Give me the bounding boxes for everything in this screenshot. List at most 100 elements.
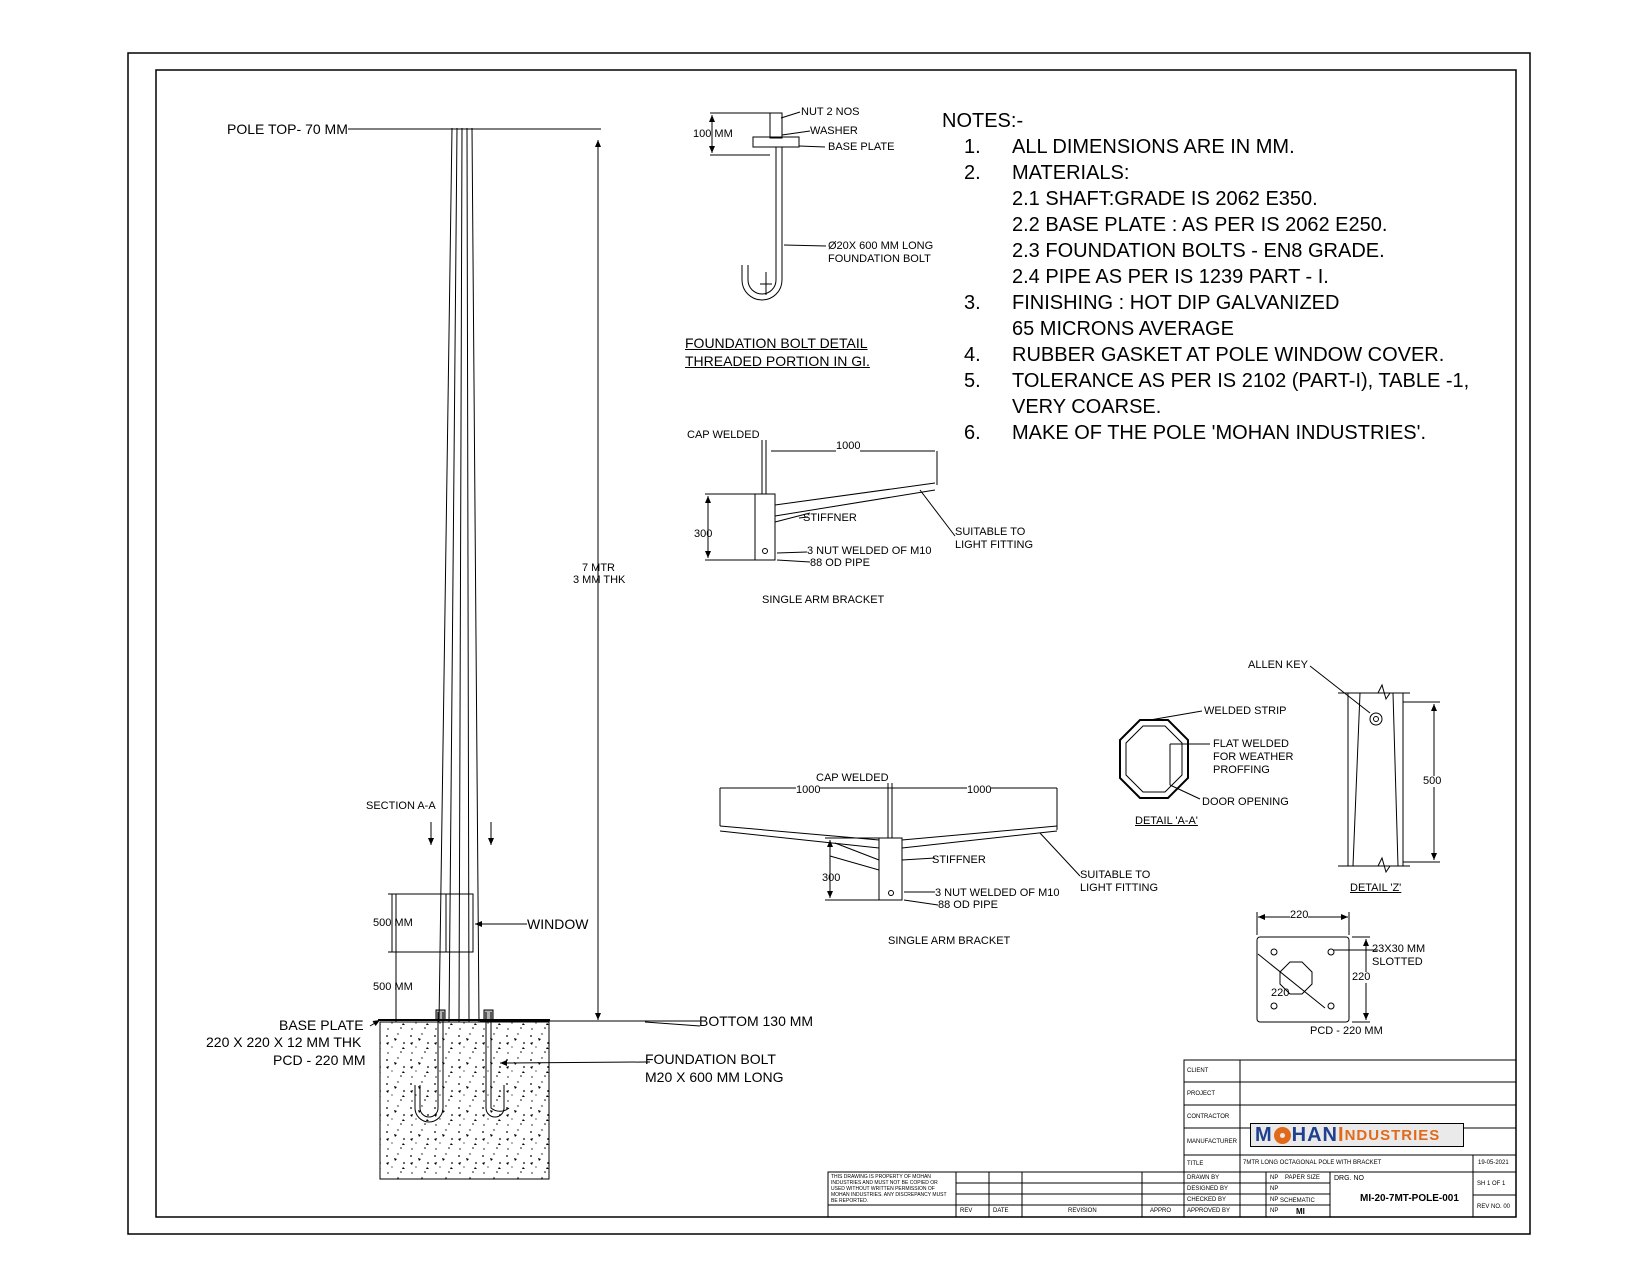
double-bracket-right-length: 1000 [967, 784, 992, 796]
detail-z-allen-key: ALLEN KEY [1248, 659, 1308, 671]
detail-aa-door: DOOR OPENING [1202, 796, 1289, 808]
single-bracket-pipe: 88 OD PIPE [810, 557, 870, 569]
tb-project-label: PROJECT [1187, 1091, 1216, 1097]
double-bracket-stiffner: STIFFNER [932, 854, 986, 866]
tb-mi: MI [1296, 1207, 1305, 1216]
bolt-detail-bolt-1: Ø20X 600 MM LONG [828, 240, 934, 252]
window-dim-label: 500 MM [373, 917, 413, 929]
double-bracket-left-length: 1000 [796, 784, 821, 796]
note-text: TOLERANCE AS PER IS 2102 (PART-I), TABLE… [1012, 370, 1470, 392]
base-plate-width: 220 [1290, 909, 1309, 921]
single-bracket-stiffner: STIFFNER [803, 512, 857, 524]
detail-aa-flat-1: FLAT WELDED [1213, 738, 1289, 750]
note-num: 3. [964, 292, 981, 314]
logo-text: NDUSTRIES [1344, 1126, 1441, 1144]
section-label: SECTION A-A [366, 800, 436, 812]
bolt-detail-title-1: FOUNDATION BOLT DETAIL [685, 335, 868, 351]
pole-thickness-label: 3 MM THK [573, 574, 626, 586]
double-bracket-pipe: 88 OD PIPE [938, 899, 998, 911]
note-num: 4. [964, 344, 981, 366]
pole-height-label: 7 MTR [582, 562, 615, 574]
tb-manufacturer-label: MANUFACTURER [1187, 1139, 1238, 1145]
double-bracket-height: 300 [822, 872, 841, 884]
note-num: 2. [964, 162, 981, 184]
note-text: 2.2 BASE PLATE : AS PER IS 2062 E250. [1012, 214, 1388, 236]
base-plate-height: 220 [1352, 971, 1371, 983]
detail-z-height: 500 [1423, 775, 1442, 787]
tb-checked-by-label: CHECKED BY [1187, 1197, 1227, 1203]
pole-top-label: POLE TOP- 70 MM [227, 121, 348, 137]
bolt-detail-nut: NUT 2 NOS [801, 106, 860, 118]
tb-approved-by: NP [1270, 1208, 1279, 1214]
note-text: VERY COARSE. [1012, 396, 1162, 418]
tb-checked-by: NP [1270, 1197, 1279, 1203]
note-text: FINISHING : HOT DIP GALVANIZED [1012, 292, 1340, 314]
tb-title-label: TITLE [1187, 1161, 1204, 1167]
double-bracket-suitable-2: LIGHT FITTING [1080, 882, 1159, 894]
base-plate-pcd: PCD - 220 MM [1310, 1025, 1383, 1037]
detail-z-title: DETAIL 'Z' [1350, 882, 1402, 894]
detail-aa-flat-2: FOR WEATHER [1213, 751, 1294, 763]
foundation-bolt-label-1: FOUNDATION BOLT [645, 1051, 776, 1067]
tb-paper-size: PAPER SIZE [1285, 1175, 1320, 1181]
logo-text: I [1338, 1123, 1345, 1146]
note-text: ALL DIMENSIONS ARE IN MM. [1012, 136, 1295, 158]
note-text: 65 MICRONS AVERAGE [1012, 318, 1234, 340]
detail-aa-title: DETAIL 'A-A' [1135, 815, 1198, 827]
window-offset-label: 500 MM [373, 981, 413, 993]
tb-disclaimer: THIS DRAWING IS PROPERTY OF MOHAN INDUST… [831, 1174, 947, 1204]
tb-title-value: 7MTR LONG OCTAGONAL POLE WITH BRACKET [1243, 1160, 1382, 1166]
logo-text: M [1255, 1123, 1273, 1146]
single-bracket-title: SINGLE ARM BRACKET [762, 594, 885, 606]
tb-revision-col: REVISION [1068, 1208, 1097, 1214]
single-bracket-cap: CAP WELDED [687, 429, 760, 441]
detail-aa-welded-strip: WELDED STRIP [1204, 705, 1287, 717]
note-num: 5. [964, 370, 981, 392]
single-bracket-height: 300 [694, 528, 713, 540]
note-num: 1. [964, 136, 981, 158]
double-bracket-cap: CAP WELDED [816, 772, 889, 784]
tb-designed-by-label: DESIGNED BY [1187, 1186, 1229, 1192]
single-bracket-suitable-2: LIGHT FITTING [955, 539, 1034, 551]
note-num: 6. [964, 422, 981, 444]
tb-sheet: SH 1 OF 1 [1477, 1181, 1506, 1187]
note-text: 2.3 FOUNDATION BOLTS - EN8 GRADE. [1012, 240, 1385, 262]
tb-scale-label: SCHEMATIC [1280, 1198, 1315, 1204]
bolt-detail-dim: 100 MM [693, 128, 733, 140]
bottom-label: BOTTOM 130 MM [699, 1013, 814, 1029]
tb-drawn-by: NP [1270, 1175, 1279, 1181]
bolt-detail-washer: WASHER [810, 125, 858, 137]
base-plate-diag: 220 [1271, 987, 1290, 999]
tb-appro-col: APPRO [1150, 1208, 1172, 1214]
tb-rev-col: REV [960, 1208, 973, 1214]
notes-heading: NOTES:- [942, 110, 1024, 132]
note-text: 2.1 SHAFT:GRADE IS 2062 E350. [1012, 188, 1318, 210]
bolt-detail-title-2: THREADED PORTION IN GI. [685, 353, 870, 369]
double-bracket-nut: 3 NUT WELDED OF M10 [935, 887, 1060, 899]
single-bracket-nut: 3 NUT WELDED OF M10 [807, 545, 932, 557]
gear-icon [1273, 1126, 1291, 1144]
base-plate-label-3: PCD - 220 MM [273, 1052, 366, 1068]
tb-date-col: DATE [993, 1208, 1009, 1214]
single-bracket-suitable-1: SUITABLE TO [955, 526, 1026, 538]
base-plate-label-2: 220 X 220 X 12 MM THK [206, 1034, 362, 1050]
tb-client-label: CLIENT [1187, 1068, 1209, 1074]
tb-approved-by-label: APPROVED BY [1187, 1208, 1231, 1214]
tb-rev-no: REV NO. 00 [1477, 1204, 1511, 1210]
window-label: WINDOW [527, 916, 589, 932]
note-text: MATERIALS: [1012, 162, 1130, 184]
base-plate-slot-1: 23X30 MM [1372, 943, 1426, 955]
logo-text: HAN [1291, 1123, 1339, 1146]
tb-designed-by: NP [1270, 1186, 1279, 1192]
foundation-bolt-label-2: M20 X 600 MM LONG [645, 1069, 784, 1085]
tb-drawn-by-label: DRAWN BY [1187, 1175, 1220, 1181]
bolt-detail-base-plate: BASE PLATE [828, 141, 895, 153]
tb-contractor-label: CONTRACTOR [1187, 1114, 1230, 1120]
note-text: RUBBER GASKET AT POLE WINDOW COVER. [1012, 344, 1445, 366]
detail-aa-flat-3: PROFFING [1213, 764, 1270, 776]
tb-drg-no-label: DRG. NO [1334, 1175, 1364, 1182]
double-bracket-title: SINGLE ARM BRACKET [888, 935, 1011, 947]
note-text: MAKE OF THE POLE 'MOHAN INDUSTRIES'. [1012, 422, 1426, 444]
